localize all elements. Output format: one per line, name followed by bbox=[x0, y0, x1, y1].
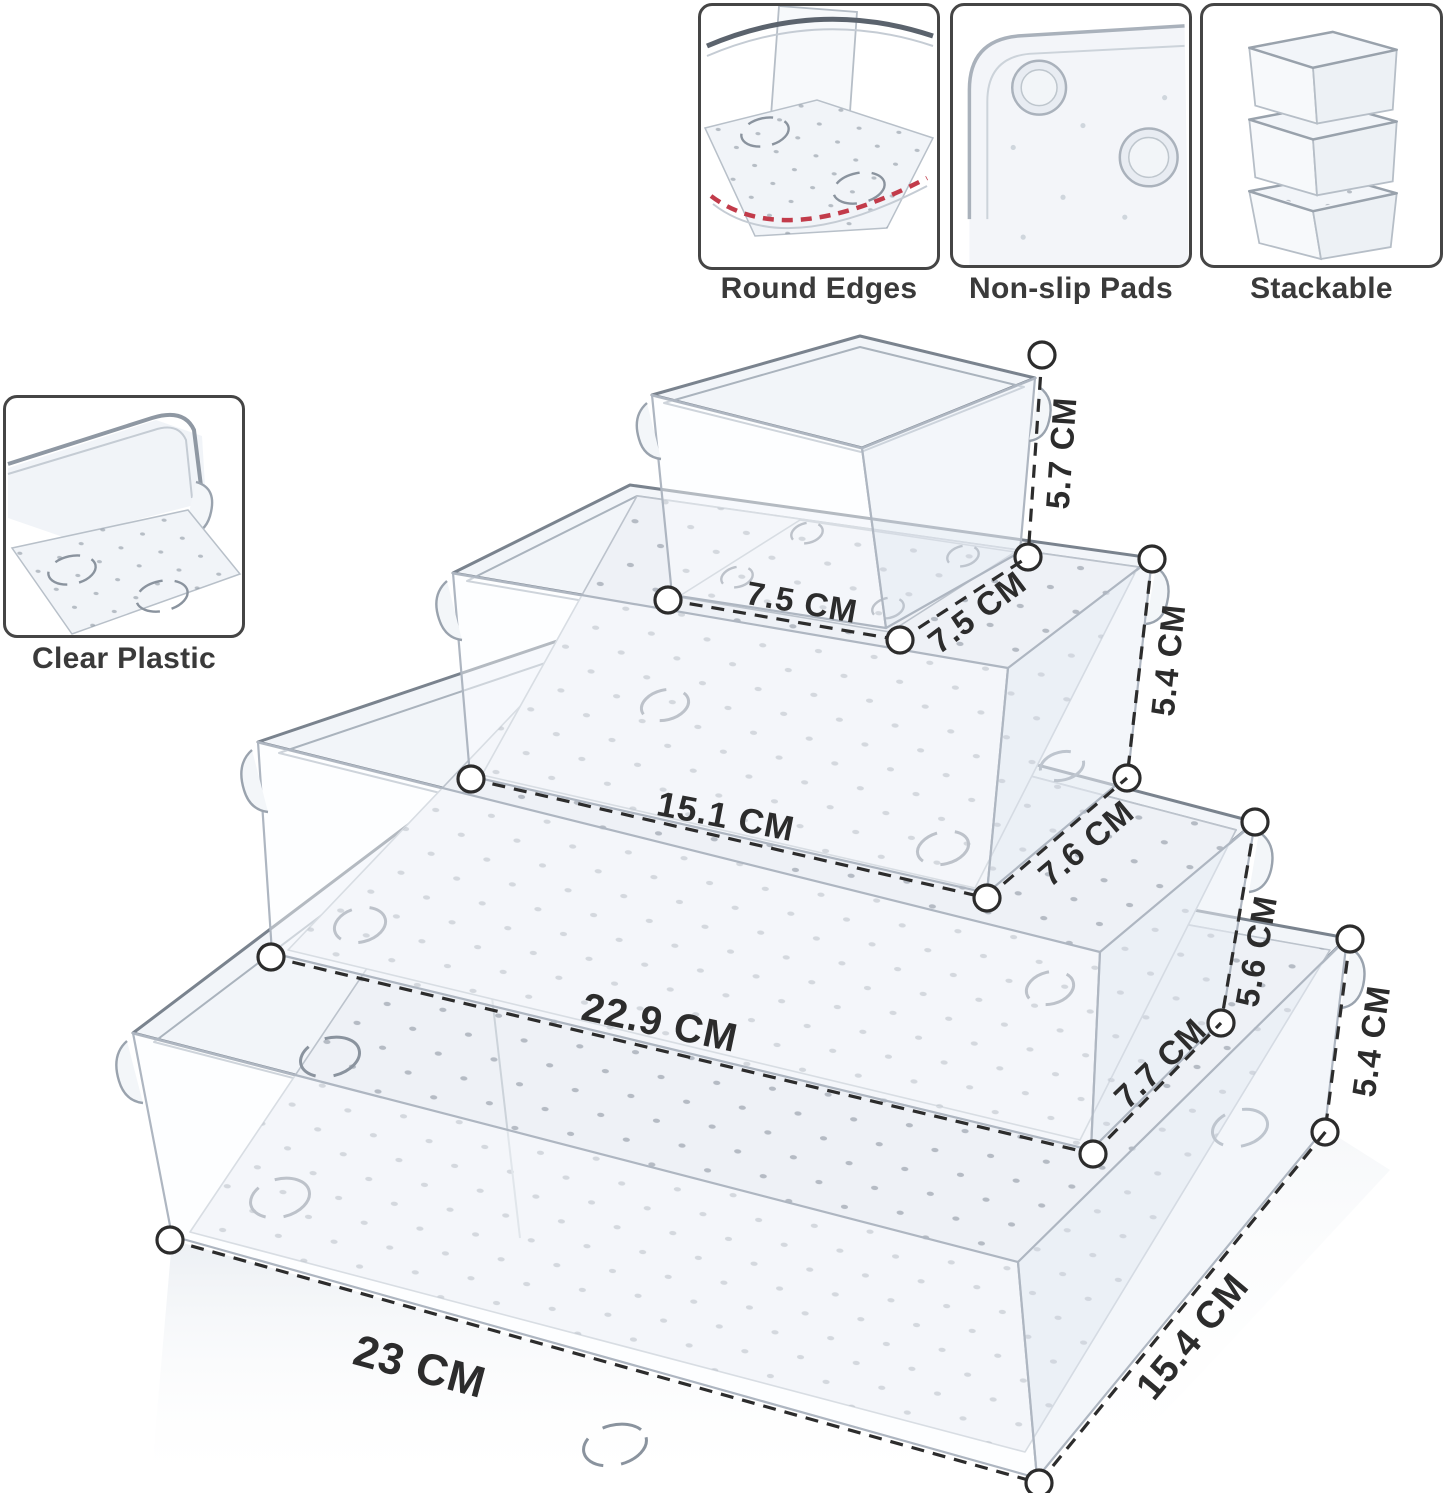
feature-label-stackable: Stackable bbox=[1250, 272, 1393, 305]
corner-outline bbox=[967, 24, 1185, 220]
feature-callout-non-slip-pads bbox=[950, 3, 1192, 268]
dimension-label: 5.7 CM bbox=[1039, 396, 1084, 511]
pad-mark bbox=[915, 829, 971, 867]
dimension-line bbox=[169, 1238, 1040, 1485]
pad-mark bbox=[832, 171, 886, 205]
material-callout-clear-plastic bbox=[3, 395, 245, 638]
corner-ear bbox=[435, 580, 463, 642]
bin-rim bbox=[706, 16, 934, 49]
non-slip-pads-illustration bbox=[967, 24, 1189, 265]
dimension-endpoint bbox=[456, 764, 486, 794]
corner-ear bbox=[635, 402, 662, 461]
bin-rim-inner bbox=[7, 426, 193, 499]
clear-plastic-illustration bbox=[7, 413, 242, 635]
dimension-endpoint bbox=[1013, 542, 1043, 572]
pad-mark bbox=[249, 1176, 311, 1220]
feature-callout-round-edges bbox=[698, 3, 940, 270]
dimension-endpoint bbox=[972, 883, 1002, 913]
pad-mark bbox=[1024, 969, 1076, 1007]
stackable-illustration bbox=[1248, 30, 1398, 261]
dimension-endpoint bbox=[1137, 544, 1167, 574]
dimension-line bbox=[1219, 821, 1257, 1024]
front-reflection bbox=[150, 1240, 1070, 1493]
corner-ear bbox=[115, 1040, 144, 1105]
dimension-line bbox=[1091, 1021, 1223, 1156]
pad-mark bbox=[299, 1035, 361, 1079]
dimension-line bbox=[985, 776, 1129, 900]
stacked-bin-top bbox=[1248, 30, 1398, 125]
dimension-line bbox=[899, 555, 1029, 642]
round-edges-illustration bbox=[703, 6, 935, 237]
dimension-endpoint bbox=[1240, 807, 1270, 837]
non-slip-pad bbox=[1010, 59, 1068, 116]
corner-ear bbox=[1340, 947, 1366, 1010]
feature-label-round-edges: Round Edges bbox=[720, 272, 918, 305]
floor-texture bbox=[482, 496, 1138, 888]
pad-mark bbox=[135, 579, 189, 613]
dimension-endpoint bbox=[1335, 924, 1365, 954]
tray-tier1-small bbox=[635, 334, 1052, 633]
dimension-line bbox=[270, 955, 1094, 1156]
non-slip-pad bbox=[1118, 127, 1179, 188]
dimension-tier1-height: 5.7 CM bbox=[1013, 340, 1084, 572]
dimension-endpoint bbox=[256, 942, 286, 972]
corner-outline-inner bbox=[986, 44, 1185, 220]
round-edge-highlight bbox=[709, 176, 929, 223]
material-label-clear-plastic: Clear Plastic bbox=[31, 642, 216, 675]
pad-mark bbox=[582, 1422, 648, 1468]
bin-rim-inner bbox=[706, 28, 934, 57]
bin-corner-face bbox=[8, 420, 206, 538]
pad-mark bbox=[332, 905, 388, 945]
bin-floor-dots bbox=[12, 510, 240, 634]
bin-bottom-edge bbox=[712, 185, 928, 230]
pad-mark bbox=[720, 565, 754, 589]
dimension-line bbox=[667, 598, 901, 642]
dimension-endpoint bbox=[1078, 1139, 1108, 1169]
side-reflection bbox=[1039, 1130, 1390, 1493]
feature-callout-stackable bbox=[1200, 3, 1443, 268]
dimension-endpoint bbox=[653, 585, 683, 615]
tray-tier2-medium bbox=[435, 483, 1170, 895]
corner-ear bbox=[1028, 386, 1052, 443]
texture-dots bbox=[1010, 95, 1168, 240]
dimension-endpoint bbox=[885, 625, 915, 655]
dimension-line bbox=[1323, 938, 1352, 1133]
dimension-endpoint bbox=[155, 1225, 185, 1255]
bin-rim bbox=[7, 413, 204, 495]
corner-ear bbox=[1248, 831, 1274, 894]
pad-mark bbox=[639, 687, 691, 723]
pad-mark bbox=[47, 554, 97, 586]
dimension-line bbox=[470, 777, 988, 900]
dimension-line bbox=[1037, 1128, 1329, 1485]
pad-mark bbox=[740, 116, 790, 148]
floor-highlight-edge bbox=[491, 996, 521, 1239]
corner-ear bbox=[240, 749, 269, 814]
feature-label-non-slip-pads: Non-slip Pads bbox=[969, 272, 1173, 305]
pad-mark bbox=[790, 521, 824, 545]
dimension-endpoint bbox=[1024, 1468, 1054, 1493]
corner-ear bbox=[1145, 565, 1170, 626]
dimension-line bbox=[1125, 558, 1154, 779]
dimension-endpoint bbox=[1027, 340, 1057, 370]
dimension-line bbox=[1026, 354, 1044, 558]
